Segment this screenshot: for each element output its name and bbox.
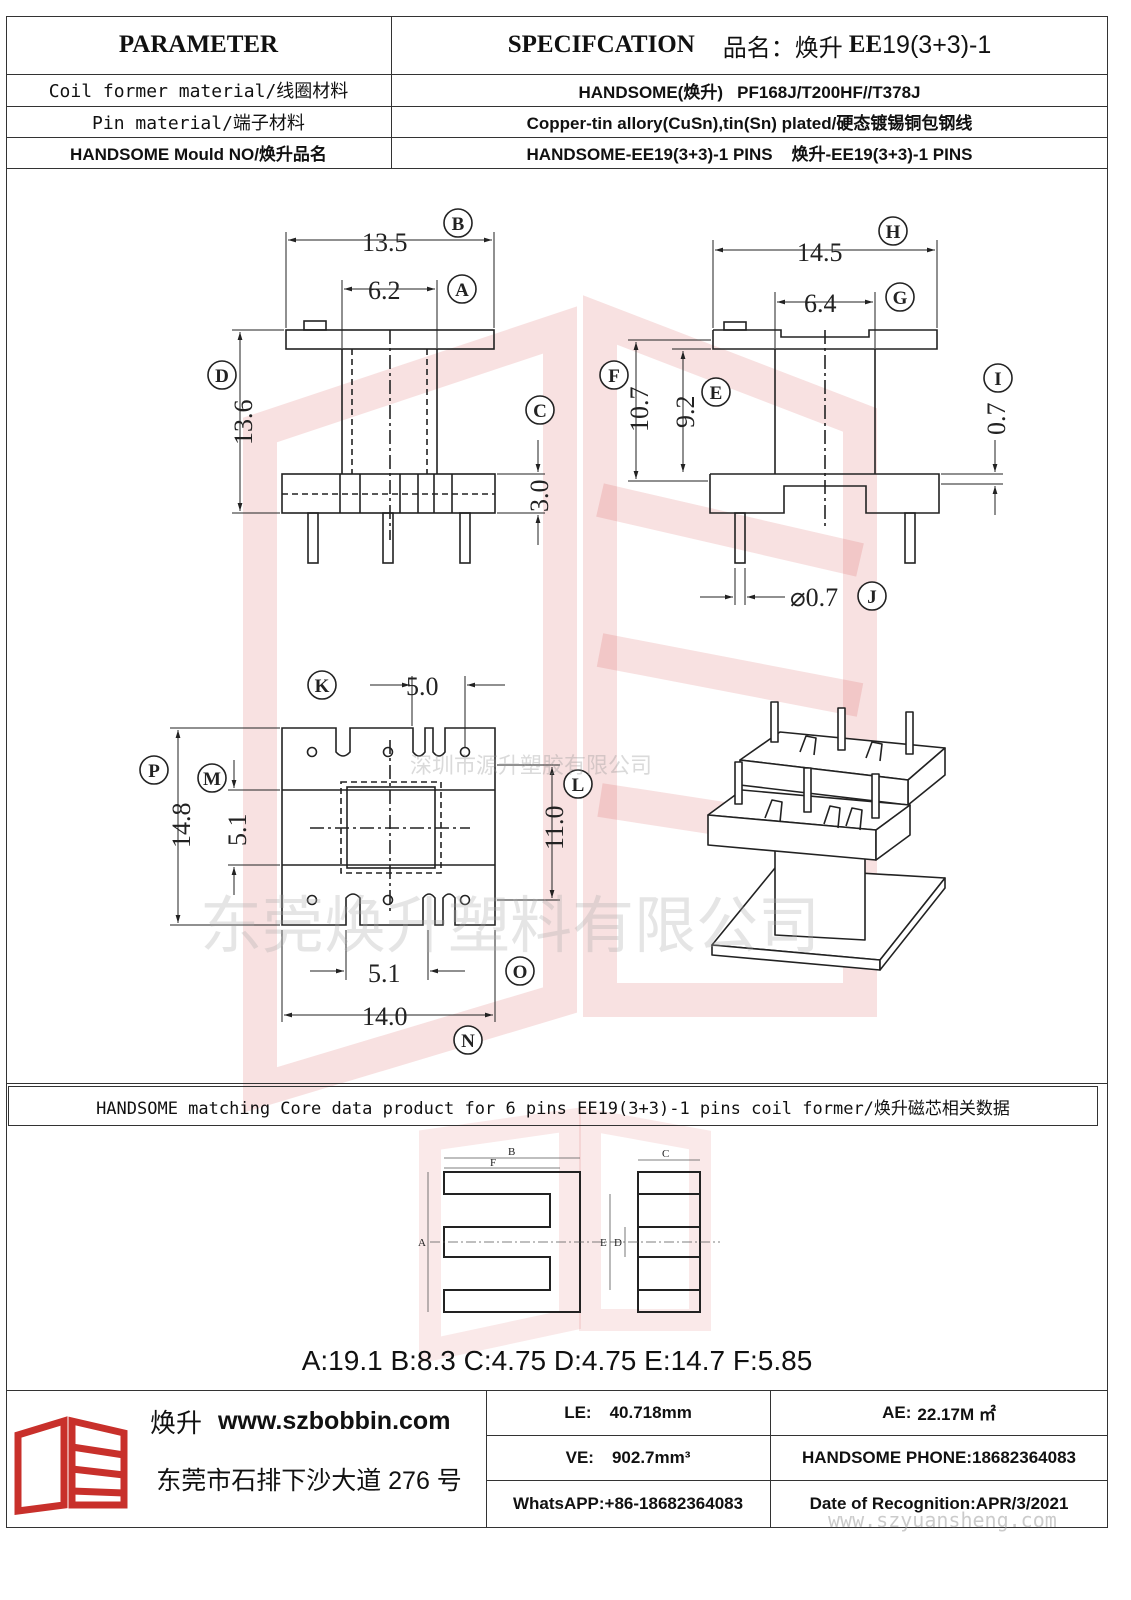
row1-divider bbox=[6, 106, 1108, 107]
dim-front-width: 13.5 bbox=[362, 228, 408, 257]
core-label-c: C bbox=[662, 1148, 669, 1160]
core-section-title: HANDSOME matching Core data product for … bbox=[96, 1098, 1010, 1119]
page-border bbox=[6, 16, 1108, 1528]
dim-top-inner-len: 11.0 bbox=[540, 805, 569, 850]
label-n: N bbox=[461, 1031, 475, 1052]
footer-brand: 焕升 bbox=[150, 1407, 203, 1438]
spec-label-coil: Coil former material/线圈材料 bbox=[48, 81, 349, 102]
footer-phone: HANDSOME PHONE:18682364083 bbox=[801, 1447, 1076, 1467]
footer-row-2 bbox=[486, 1480, 1108, 1481]
core-label-e: E bbox=[600, 1237, 607, 1249]
dim-side-pin-dia: ⌀0.7 bbox=[790, 583, 838, 612]
label-h: H bbox=[886, 222, 901, 243]
label-i: I bbox=[994, 369, 1001, 390]
dim-top-width: 14.0 bbox=[362, 1002, 408, 1031]
watermark-site: www.szyuansheng.com bbox=[828, 1508, 1057, 1532]
top-view bbox=[170, 676, 560, 1022]
row2-divider bbox=[6, 137, 1108, 138]
header-divider bbox=[6, 74, 1108, 75]
footer-date: Date of Recognition:APR/3/2021 bbox=[809, 1494, 1069, 1513]
watermark-company-small: 深圳市源升塑胶有限公司 bbox=[410, 753, 653, 778]
spec-label-mould: HANDSOME Mould NO/焕升品名 bbox=[70, 145, 327, 164]
label-c: C bbox=[533, 401, 547, 422]
isometric-view bbox=[707, 701, 946, 971]
label-f: F bbox=[608, 366, 620, 387]
label-e: E bbox=[710, 383, 723, 404]
dim-side-height-f: 10.7 bbox=[625, 387, 654, 433]
dim-top-bottom-pitch: 5.1 bbox=[368, 959, 401, 988]
side-view bbox=[628, 240, 1003, 605]
label-m: M bbox=[203, 769, 221, 790]
core-label-a: A bbox=[418, 1237, 426, 1249]
label-a: A bbox=[455, 280, 469, 301]
label-g: G bbox=[893, 288, 908, 309]
core-title-box bbox=[8, 1086, 1098, 1126]
parameter-heading: PARAMETER bbox=[118, 31, 279, 58]
label-k: K bbox=[315, 676, 330, 697]
dim-front-base: 3.0 bbox=[525, 480, 554, 513]
footer-le: LE:40.718mm bbox=[564, 1402, 692, 1422]
dim-top-slot-pitch: 5.0 bbox=[406, 672, 439, 701]
bobbin-drawing: 13.5 6.2 13.6 3.0 14.5 6 bbox=[139, 208, 1013, 1055]
footer-brand-line: 焕升 www.szbobbin.com bbox=[150, 1400, 486, 1442]
core-label-b: B bbox=[508, 1146, 515, 1158]
product-name-label: 品名：焕升 bbox=[722, 34, 843, 62]
spec-label-pin: Pin material/端子材料 bbox=[92, 112, 305, 134]
spec-value-coil: HANDSOME(焕升) PF168J/T200HF//T378J bbox=[578, 82, 921, 102]
core-title-top bbox=[6, 1083, 1108, 1084]
footer-ae: AE:22.17M ㎡ bbox=[882, 1402, 996, 1425]
core-label-f: F bbox=[490, 1157, 496, 1169]
core-drawing: B F A C E D bbox=[418, 1146, 720, 1313]
spec-value-pin: Copper-tin allory(CuSn),tin(Sn) plated/硬… bbox=[526, 114, 973, 133]
footer-ve: VE:902.7mm³ bbox=[565, 1447, 691, 1467]
footer-top bbox=[6, 1390, 1108, 1391]
spec-value-mould: HANDSOME-EE19(3+3)-1 PINS 焕升-EE19(3+3)-1… bbox=[526, 145, 973, 164]
core-label-d: D bbox=[614, 1237, 622, 1249]
dim-front-inner: 6.2 bbox=[368, 276, 401, 305]
footer-address: 东莞市石排下沙大道 276 号 bbox=[156, 1467, 462, 1495]
dim-side-height-e: 9.2 bbox=[671, 396, 700, 429]
brand-logo bbox=[14, 1416, 128, 1515]
dim-front-height: 13.6 bbox=[229, 400, 258, 446]
watermark-company-large: 东莞焕升塑料有限公司 bbox=[200, 892, 821, 961]
label-b: B bbox=[452, 214, 465, 235]
footer-col-2 bbox=[770, 1390, 771, 1528]
column-divider bbox=[391, 16, 392, 168]
label-l: L bbox=[572, 775, 585, 796]
label-d: D bbox=[215, 366, 229, 387]
dim-side-width: 14.5 bbox=[797, 238, 843, 267]
product-model-suffix: 19(3+3)-1 bbox=[882, 30, 992, 59]
front-view bbox=[232, 232, 545, 564]
core-values: A:19.1 B:8.3 C:4.75 D:4.75 E:14.7 F:5.85 bbox=[301, 1345, 813, 1376]
footer-whatsapp: WhatsAPP:+86-18682364083 bbox=[512, 1494, 744, 1513]
footer-row-1 bbox=[486, 1435, 1108, 1436]
dim-top-depth: 14.8 bbox=[167, 803, 196, 849]
row3-divider bbox=[6, 168, 1108, 169]
dim-side-flange: 0.7 bbox=[982, 403, 1011, 436]
footer-website[interactable]: www.szbobbin.com bbox=[218, 1406, 451, 1435]
product-model-prefix: EE bbox=[848, 31, 883, 58]
footer-col-1 bbox=[486, 1390, 487, 1528]
dim-side-inner: 6.4 bbox=[804, 289, 837, 318]
label-j: J bbox=[867, 587, 877, 608]
specification-label: SPECIFCATION bbox=[507, 31, 695, 58]
dim-top-window: 5.1 bbox=[223, 814, 252, 847]
label-o: O bbox=[513, 962, 528, 983]
label-p: P bbox=[148, 761, 160, 782]
